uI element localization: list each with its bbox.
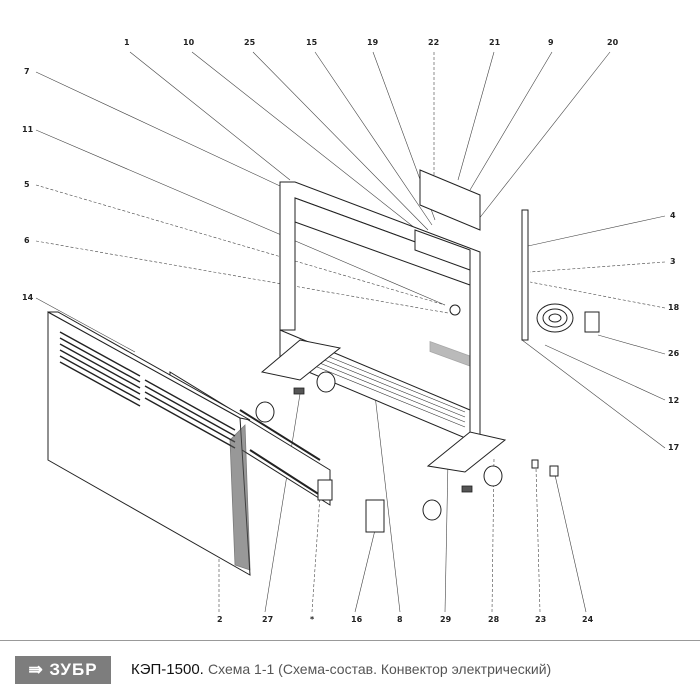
- label-1: 1: [124, 38, 130, 47]
- leader-lines: [35, 51, 666, 613]
- label-14: 14: [22, 293, 34, 302]
- heater-frame: [279, 181, 481, 441]
- label-7: 7: [24, 67, 30, 76]
- right-labels: 4 3 18 26 12 17: [668, 211, 680, 452]
- label-11: 11: [22, 125, 34, 134]
- diagram-caption: КЭП-1500. Схема 1-1 (Схема-состав. Конве…: [131, 661, 551, 678]
- label-29: 29: [440, 615, 452, 624]
- label-16: 16: [351, 615, 363, 624]
- label-10: 10: [183, 38, 195, 47]
- label-25: 25: [244, 38, 256, 47]
- label-20: 20: [607, 38, 619, 47]
- label-21: 21: [489, 38, 501, 47]
- feet: [255, 339, 507, 521]
- footer-divider: [0, 640, 700, 641]
- label-3: 3: [670, 257, 676, 266]
- thermostat-knob: [449, 304, 461, 316]
- control-panel: [414, 169, 481, 367]
- label-19: 19: [367, 38, 379, 47]
- label-8: 8: [397, 615, 403, 624]
- small-parts: [293, 387, 559, 533]
- model-name: КЭП-1500.: [131, 661, 204, 678]
- caption-description: Схема 1-1 (Схема-состав. Конвектор элект…: [208, 661, 552, 677]
- exploded-view-diagram: 1 10 25 15 19 22 21 9 20 7 11 5 6 14 4 3…: [22, 38, 680, 624]
- label-5: 5: [24, 180, 30, 189]
- brand-logo: ⇛ ЗУБР: [15, 656, 111, 684]
- part-16: [365, 499, 385, 533]
- left-labels: 7 11 5 6 14: [22, 67, 34, 302]
- label-12: 12: [668, 396, 679, 405]
- label-15: 15: [306, 38, 318, 47]
- label-18: 18: [668, 303, 680, 312]
- front-panel: [47, 311, 251, 576]
- label-27: 27: [262, 615, 273, 624]
- label-28: 28: [488, 615, 500, 624]
- label-9: 9: [548, 38, 554, 47]
- label-22: 22: [428, 38, 439, 47]
- top-labels: 1 10 25 15 19 22 21 9 20: [124, 38, 619, 47]
- label-2: 2: [217, 615, 223, 624]
- label-star: *: [310, 615, 315, 624]
- label-24: 24: [582, 615, 594, 624]
- label-4: 4: [670, 211, 676, 220]
- label-26: 26: [668, 349, 680, 358]
- bottom-labels: 2 27 * 16 8 29 28 23 24: [217, 615, 594, 624]
- label-6: 6: [24, 236, 30, 245]
- label-23: 23: [535, 615, 546, 624]
- label-17: 17: [668, 443, 679, 452]
- power-cord: [521, 209, 600, 341]
